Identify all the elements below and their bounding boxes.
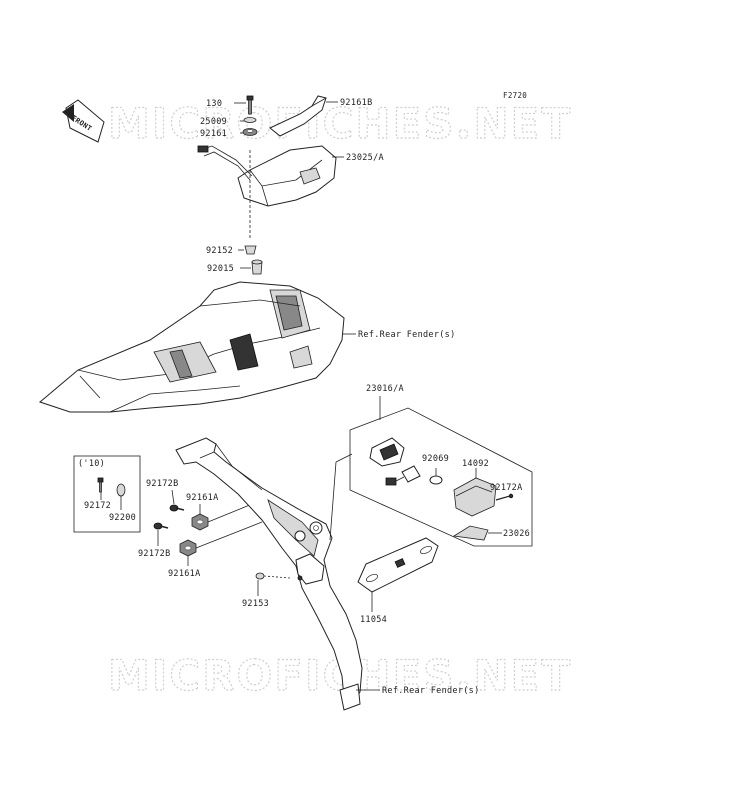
label-92161b: 92161B <box>340 98 373 108</box>
label-ref-rear-fender-top: Ref.Rear Fender(s) <box>358 330 456 340</box>
front-arrow-icon: FRONT <box>62 99 105 143</box>
tail-lamp-23025-icon <box>197 145 337 240</box>
bracket-92161b-icon <box>269 95 327 137</box>
bolt-92172b-bottom-icon <box>153 522 169 530</box>
figure-code: F2720 <box>503 91 527 100</box>
label-23026: 23026 <box>503 529 530 539</box>
watermark-top: MICROFICHES.NET <box>108 99 572 148</box>
socket-92069-icon <box>385 465 421 486</box>
label-92152: 92152 <box>206 246 233 256</box>
bolt-130-icon <box>246 95 254 115</box>
label-23025a: 23025/A <box>346 153 384 163</box>
label-25009: 25009 <box>200 117 227 127</box>
label-92153: 92153 <box>242 599 269 609</box>
label-14092: 14092 <box>462 459 489 469</box>
label-92172a: 92172A <box>490 483 523 493</box>
damper-92161a-bottom-icon <box>179 539 197 557</box>
label-92161: 92161 <box>200 129 227 139</box>
damper-92161a-top-icon <box>191 513 209 531</box>
bolt-92172-icon <box>97 477 104 493</box>
damper-92161-icon <box>242 128 258 136</box>
bulb-icon <box>429 475 443 485</box>
bolt-92172b-top-icon <box>169 504 185 512</box>
license-bracket-stay-icon <box>175 437 363 711</box>
washer-92200-icon <box>116 483 126 497</box>
year-note: ('10) <box>78 459 105 469</box>
label-92161a-bottom: 92161A <box>168 569 201 579</box>
label-92172: 92172 <box>84 501 111 511</box>
plate-bracket-11054-icon <box>357 537 439 593</box>
license-lamp-housing-icon <box>369 437 405 467</box>
label-92200: 92200 <box>109 513 136 523</box>
label-92161a-top: 92161A <box>186 493 219 503</box>
label-130: 130 <box>206 99 222 109</box>
year-note-box <box>73 455 141 533</box>
lens-cover-23026-icon <box>452 525 489 541</box>
label-ref-rear-fender-bottom: Ref.Rear Fender(s) <box>382 686 480 696</box>
label-92172b-bottom: 92172B <box>138 549 171 559</box>
washer-25009-icon <box>243 117 257 123</box>
label-92015: 92015 <box>207 264 234 274</box>
label-92172b-top: 92172B <box>146 479 179 489</box>
license-lamp-group-frame <box>349 407 533 547</box>
bolt-92152-icon <box>244 245 257 255</box>
screw-92172a-icon <box>495 493 514 501</box>
nut-92015-icon <box>251 259 263 275</box>
label-92069: 92069 <box>422 454 449 464</box>
screw-92153-icon <box>255 572 291 580</box>
rear-fender-icon <box>38 281 345 413</box>
label-11054: 11054 <box>360 615 387 625</box>
label-23016a: 23016/A <box>366 384 404 394</box>
